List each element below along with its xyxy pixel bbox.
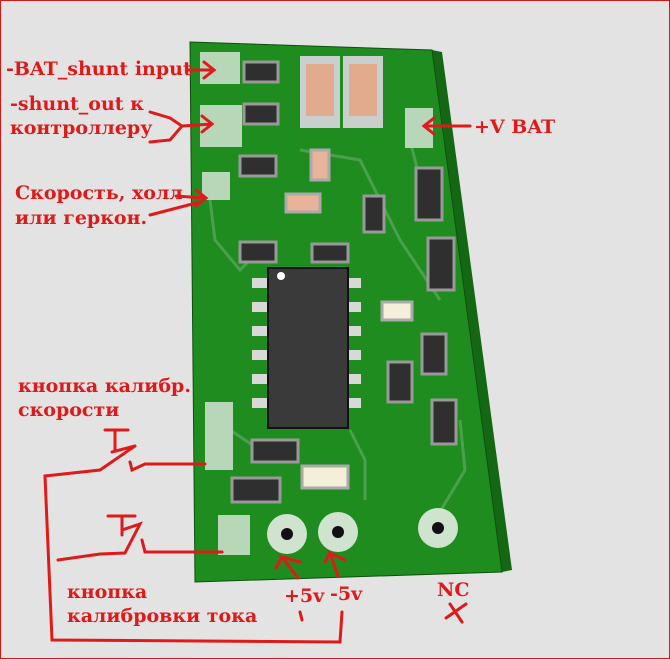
label-speed-cal-line2: скорости bbox=[18, 399, 120, 421]
label-minus-5v: -5v bbox=[330, 583, 363, 605]
label-shunt-out-line1: -shunt_out к bbox=[10, 93, 144, 115]
label-current-cal-line1: кнопка bbox=[67, 581, 148, 603]
label-speed-line1: Скорость, холл bbox=[15, 182, 183, 204]
arrow-icon bbox=[148, 110, 215, 144]
label-speed-cal-line1: кнопка калибр. bbox=[18, 375, 191, 397]
label-shunt-out-line2: контроллеру bbox=[10, 117, 153, 139]
label-current-cal-line2: калибровки тока bbox=[67, 605, 258, 627]
arrow-icon bbox=[148, 188, 209, 217]
label-v-bat: +V BAT bbox=[474, 116, 556, 138]
label-plus-5v: +5v bbox=[284, 585, 325, 607]
ic-chip bbox=[252, 267, 361, 429]
arrow-icon bbox=[421, 116, 472, 136]
pcb-edge bbox=[432, 50, 512, 572]
label-speed-line2: или геркон. bbox=[15, 207, 148, 229]
label-bat-shunt-input: -BAT_shunt input bbox=[6, 58, 192, 80]
annotation-drawings bbox=[43, 60, 472, 644]
shunt-resistors bbox=[300, 56, 383, 128]
smd-components bbox=[230, 60, 458, 504]
through-holes bbox=[267, 508, 458, 554]
label-nc: NC bbox=[437, 579, 470, 601]
connector-pads bbox=[200, 52, 433, 555]
arrow-icon bbox=[186, 60, 217, 80]
